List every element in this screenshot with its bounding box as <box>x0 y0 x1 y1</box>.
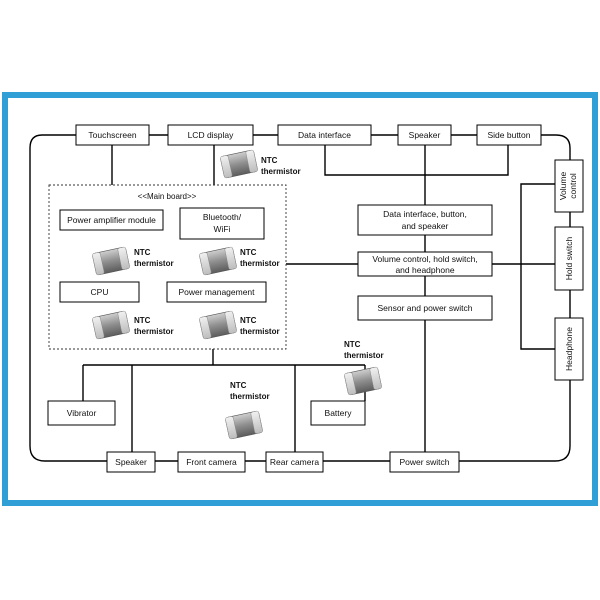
vchh-label-1: Volume control, hold switch, <box>372 254 477 264</box>
front-camera-box <box>177 451 246 473</box>
volume-hold-headphone-box <box>357 251 493 277</box>
ntc-chip-board-1: NTC thermistor <box>91 246 174 276</box>
lcd-display-box <box>167 124 254 146</box>
data-interface-label: Data interface <box>298 130 351 140</box>
main-board-region <box>48 184 287 350</box>
ntc-text-1: NTC <box>240 316 257 325</box>
ntc-text-1: NTC <box>134 248 151 257</box>
side-button-box <box>476 124 542 146</box>
power-amplifier-box <box>59 209 164 231</box>
bluetooth-wifi-box <box>179 207 265 240</box>
vchh-label-2: and headphone <box>395 265 454 275</box>
hold-switch-label: Hold switch <box>564 237 574 281</box>
ntc-text-1: NTC <box>240 248 257 257</box>
top-speaker-box <box>397 124 452 146</box>
bottom-speaker-box <box>106 451 156 473</box>
volume-label-2: control <box>568 173 578 199</box>
dibs-label-2: and speaker <box>402 221 449 231</box>
ntc-text-2: thermistor <box>240 327 280 336</box>
ntc-text-2: thermistor <box>230 392 270 401</box>
ntc-text-1: NTC <box>134 316 151 325</box>
touchscreen-box <box>75 124 150 146</box>
cpu-label: CPU <box>91 287 109 297</box>
bluetooth-label: Bluetooth/ <box>203 212 242 222</box>
ntc-text-1: NTC <box>344 340 361 349</box>
ntc-text-1: NTC <box>230 381 247 390</box>
front-camera-label: Front camera <box>186 457 237 467</box>
volume-control-box <box>554 159 584 213</box>
power-management-box <box>166 281 267 303</box>
top-speaker-label: Speaker <box>409 130 441 140</box>
rear-camera-box <box>265 451 324 473</box>
power-switch-box <box>389 451 460 473</box>
ntc-text-2: thermistor <box>344 351 384 360</box>
dibs-label-1: Data interface, button, <box>383 209 467 219</box>
volume-label-1: Volume <box>558 172 568 201</box>
lcd-display-label: LCD display <box>188 130 235 140</box>
ntc-text-2: thermistor <box>134 259 174 268</box>
battery-label: Battery <box>325 408 353 418</box>
ntc-text-2: thermistor <box>261 167 301 176</box>
ntc-chip-board-3: NTC thermistor <box>91 310 174 340</box>
ntc-text-2: thermistor <box>134 327 174 336</box>
vibrator-box <box>47 400 116 426</box>
vibrator-label: Vibrator <box>67 408 97 418</box>
ntc-chip-battery: NTC thermistor <box>343 340 384 396</box>
sensor-power-switch-box <box>357 295 493 321</box>
hold-switch-box <box>554 226 584 291</box>
ntc-chip-lcd: NTC thermistor <box>219 149 301 179</box>
ntc-text-2: thermistor <box>240 259 280 268</box>
cpu-box <box>59 281 140 303</box>
data-interface-box <box>277 124 372 146</box>
ntc-chip-camera: NTC thermistor <box>224 381 270 440</box>
bottom-speaker-label: Speaker <box>115 457 147 467</box>
main-board-label: <<Main board>> <box>138 192 197 201</box>
ntc-chip-board-2: NTC thermistor <box>198 246 280 276</box>
wifi-label: WiFi <box>214 224 231 234</box>
ntc-chip-board-4: NTC thermistor <box>198 310 280 340</box>
brand-logo <box>16 102 46 132</box>
ntc-text-1: NTC <box>261 156 278 165</box>
sensor-power-switch-label: Sensor and power switch <box>378 303 473 313</box>
headphone-box <box>554 317 584 381</box>
rear-camera-label: Rear camera <box>270 457 319 467</box>
data-interface-button-speaker-box <box>357 204 493 236</box>
power-switch-label: Power switch <box>399 457 449 467</box>
power-management-label: Power management <box>178 287 255 297</box>
connection-lines <box>29 134 571 462</box>
touchscreen-label: Touchscreen <box>88 130 136 140</box>
power-amplifier-label: Power amplifier module <box>67 215 156 225</box>
side-button-label: Side button <box>487 130 530 140</box>
battery-box <box>310 400 366 426</box>
headphone-label: Headphone <box>564 327 574 371</box>
